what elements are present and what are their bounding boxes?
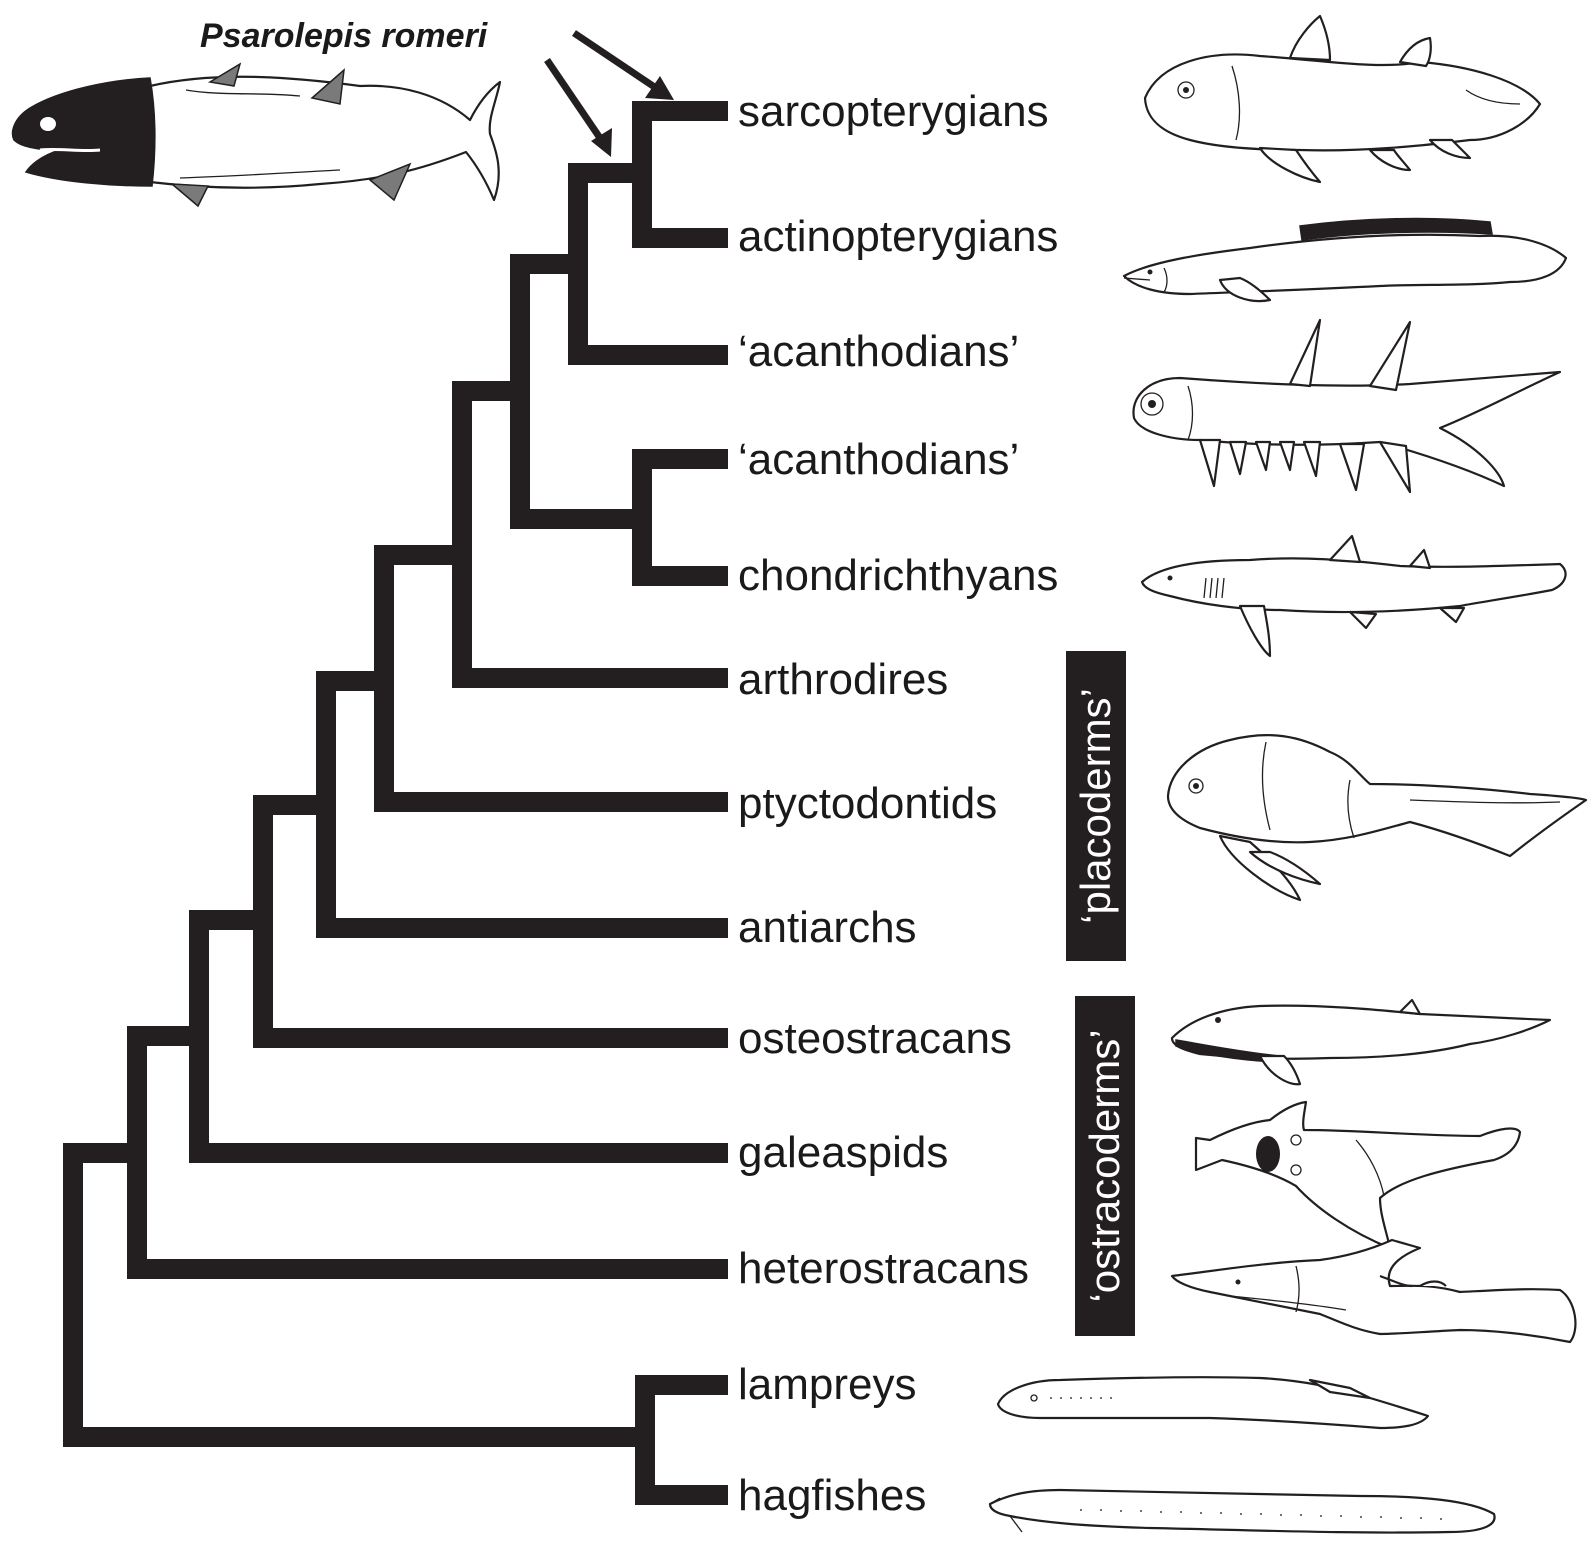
group-ostracoderms: ‘ostracoderms’ [1075,996,1135,1336]
label-actinopterygians: actinopterygians [738,212,1058,261]
hagfish-icon [988,1488,1496,1534]
label-heterostracans: heterostracans [738,1244,1029,1293]
branch-osteichthyes-acanth1 [568,163,728,365]
psarolepis-annotation: Psarolepis romeri [200,17,674,157]
taxon-labels: sarcopterygians actinopterygians ‘acanth… [738,87,1058,1520]
arrow-to-sarco-node-head [645,76,674,100]
coelacanth-icon [1143,14,1542,184]
label-sarcopterygians: sarcopterygians [738,87,1049,136]
psarolepis-icon [11,62,502,208]
branch-root [63,1143,645,1447]
psarolepis-label: Psarolepis romeri [200,17,489,55]
ostracoderms-label: ‘ostracoderms’ [1081,1029,1128,1302]
branch-arthrodires [452,381,728,688]
group-placoderms: ‘placoderms’ [1066,651,1126,961]
tree-branches [63,101,728,1505]
label-acanthodians-1: ‘acanthodians’ [738,327,1019,376]
branch-cyclostomes [635,1375,728,1505]
arrow-to-osteichthyes-node-head [591,128,612,157]
branch-sarco-actino [632,101,728,248]
label-ptyctodontids: ptyctodontids [738,779,997,828]
arrow-to-sarco-node-line [572,30,658,91]
label-acanthodians-2: ‘acanthodians’ [738,435,1019,484]
label-hagfishes: hagfishes [738,1471,926,1520]
label-galeaspids: galeaspids [738,1128,948,1177]
label-lampreys: lampreys [738,1360,917,1409]
placoderms-box [1066,651,1126,961]
arrow-to-osteichthyes-node-line [544,58,603,140]
osteostracan-icon [1170,998,1552,1086]
heterostracan-icon [1170,1238,1577,1344]
bichir-icon [1122,217,1568,303]
acanthodian-icon [1132,318,1562,494]
label-arthrodires: arthrodires [738,655,948,704]
lamprey-icon [996,1376,1430,1430]
placoderms-label: ‘placoderms’ [1072,688,1119,924]
ostracoderms-box [1075,996,1135,1336]
label-osteostracans: osteostracans [738,1014,1012,1063]
label-antiarchs: antiarchs [738,903,917,952]
ptyctodont-icon [1166,734,1588,902]
branch-chondr-acanth2 [632,449,728,586]
label-chondrichthyans: chondrichthyans [738,551,1058,600]
shark-icon [1140,534,1567,658]
galeaspid-icon [1194,1100,1522,1250]
